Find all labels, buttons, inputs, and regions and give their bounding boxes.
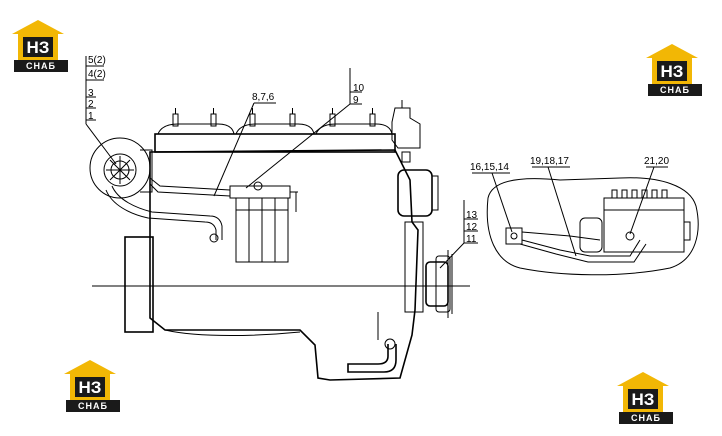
turbocharger-housing	[89, 137, 151, 199]
callout-1: 1	[88, 111, 94, 122]
callout-5-2: 5(2)	[88, 55, 106, 66]
callout-9: 9	[353, 95, 359, 106]
valve-cover-1	[157, 123, 235, 135]
inset-pump-outlets	[611, 189, 668, 199]
callout-group-19-18-17: 19,18,17	[530, 156, 577, 257]
detail-boundary	[486, 177, 699, 276]
callout-21-20: 21,20	[644, 156, 669, 167]
logo-brand: СНАБ	[631, 413, 661, 423]
injector-studs	[172, 108, 376, 127]
turbo-flange	[140, 149, 153, 193]
callout-19-18-17: 19,18,17	[530, 156, 569, 167]
cylinder-head	[154, 133, 396, 153]
callout-group-left: 5(2) 4(2) 3 2 1	[85, 55, 117, 165]
logo-bottom-right: НЗ СНАБ	[617, 372, 673, 424]
valve-cover-3	[315, 123, 393, 135]
engine-block	[149, 149, 419, 381]
callout-13: 13	[466, 210, 478, 221]
logo-mark: НЗ	[632, 390, 655, 409]
callout-10: 10	[353, 83, 365, 94]
turbo-oil-line-b	[111, 185, 223, 240]
callout-group-21-20: 21,20	[629, 156, 669, 235]
callout-group-10-9: 10 9	[245, 68, 365, 189]
logo-mark: НЗ	[661, 62, 684, 81]
front-cover	[404, 221, 424, 313]
callout-8-7-6: 8,7,6	[252, 92, 275, 103]
callout-11: 11	[466, 234, 477, 245]
callout-2: 2	[88, 99, 94, 110]
callout-12: 12	[466, 222, 478, 233]
logo-mark: НЗ	[79, 378, 102, 397]
inset-fitting-left	[505, 227, 523, 245]
inset-pipe-c	[519, 243, 647, 263]
filter-head	[229, 185, 291, 199]
callout-group-8-7-6: 8,7,6	[213, 92, 276, 197]
damper	[435, 255, 451, 313]
inset-pipe-a	[521, 231, 601, 241]
logo-top-right: НЗ СНАБ	[646, 44, 702, 96]
logo-brand: СНАБ	[78, 401, 108, 411]
flywheel-housing	[124, 236, 154, 333]
logo-bottom-left: НЗ СНАБ	[64, 360, 120, 412]
callout-16-15-14: 16,15,14	[470, 162, 509, 173]
engine-main-view	[89, 100, 470, 381]
logo-brand: СНАБ	[660, 85, 690, 95]
detail-inset	[486, 177, 699, 276]
callout-4-2: 4(2)	[88, 69, 106, 80]
oil-pan-line	[164, 329, 301, 336]
water-pump	[397, 169, 433, 217]
inset-pipe-b	[521, 239, 641, 257]
thermostat-housing	[391, 107, 421, 149]
inset-pump-block	[603, 197, 685, 253]
crank-pulley	[425, 261, 449, 307]
turbocharger-wheel	[103, 153, 137, 187]
oil-pickup-tube	[347, 344, 397, 373]
logo-mark: НЗ	[27, 38, 50, 57]
valve-cover-2	[235, 123, 315, 135]
callout-group-13-12-11: 13 12 11	[439, 200, 478, 269]
feed-line	[149, 177, 231, 191]
logo-brand: СНАБ	[26, 61, 56, 71]
callout-group-16-15-14: 16,15,14	[470, 162, 513, 233]
turbo-oil-line-a	[105, 189, 217, 240]
inset-cylinder	[579, 217, 603, 253]
banjo-fitting	[209, 233, 219, 243]
logo-top-left: НЗ СНАБ	[12, 20, 68, 72]
callout-3: 3	[88, 88, 94, 99]
